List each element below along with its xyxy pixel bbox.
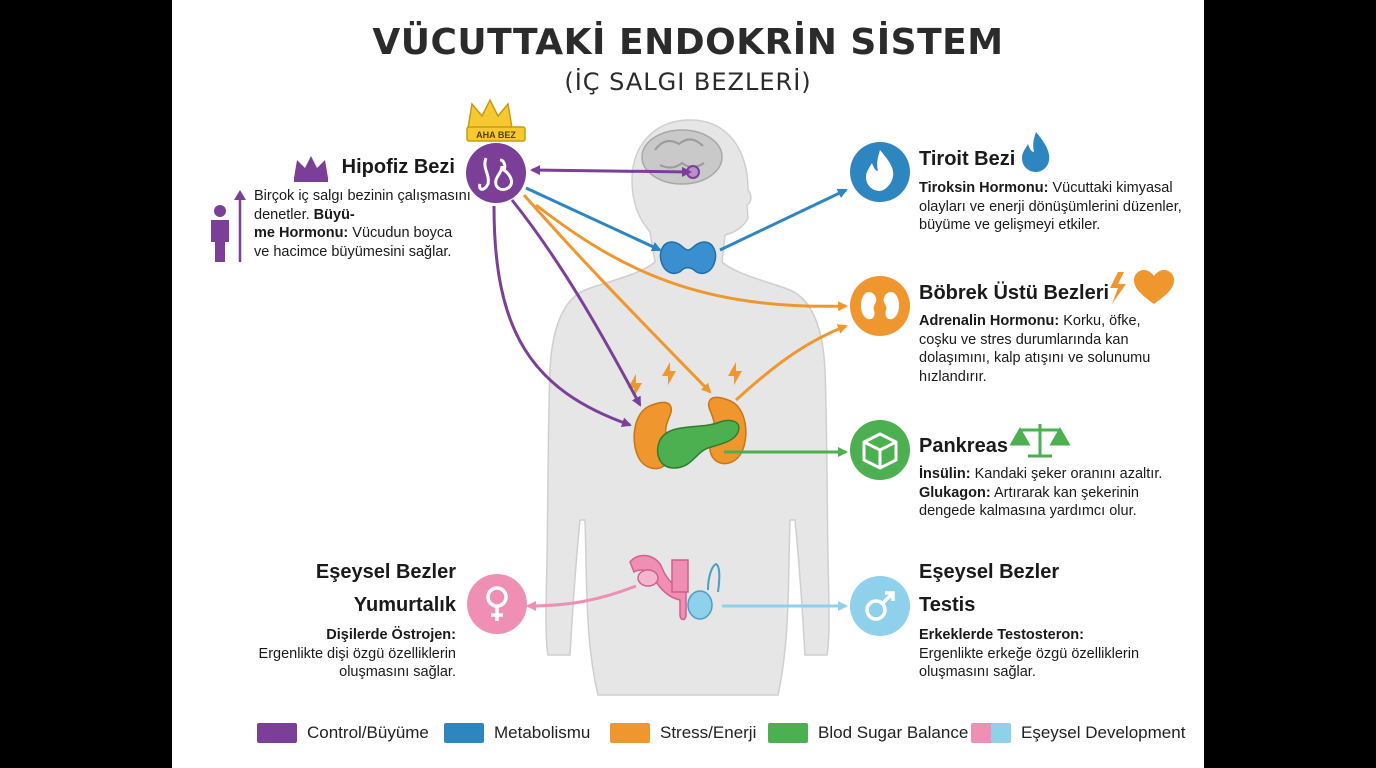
growth-person-icon — [211, 190, 246, 262]
pankreas-text-3: dengede kalmasına yardımcı olur. — [919, 503, 1137, 519]
bobrek-bold: Adrenalin Hormonu: — [919, 313, 1060, 329]
pankreas-description: İnsülin: Kandaki şeker oranını azaltır. … — [919, 465, 1199, 521]
hipofiz-text-4: ve hacimce büyümesini sağlar. — [254, 243, 452, 260]
hipofiz-text-3: Vücudun boyca — [352, 225, 453, 241]
legend-item-blood-sugar: Blod Sugar Balance — [768, 723, 968, 743]
tiroit-text-2: olayları ve enerji dönüşümlerini düzenle… — [919, 198, 1182, 215]
pancreas-icon — [656, 419, 740, 469]
arrows — [492, 165, 848, 611]
testis-title: Eşeysel Bezler — [919, 561, 1060, 583]
legend-swatch-purple — [257, 723, 297, 743]
male-symbol-icon — [850, 576, 910, 636]
purple-crown-icon — [294, 156, 328, 182]
tiroit-bold: Tiroksin Hormonu: — [919, 180, 1049, 196]
body-silhouette — [545, 119, 830, 696]
hipofiz-description: Birçok iç salgı bezinin çalışmasını dene… — [254, 187, 474, 261]
legend-swatch-blue — [444, 723, 484, 743]
yumurtalik-text-1: Ergenlikte dişi özgü özelliklerin — [258, 645, 456, 662]
legend-label: Metabolismu — [494, 723, 591, 742]
hipofiz-title: Hipofiz Bezi — [341, 156, 455, 178]
hipofiz-text-1: Birçok iç salgı bezinin çalışmasını — [254, 188, 471, 204]
legend-item-metabolism: Metabolismu — [444, 723, 590, 743]
bobrek-title: Böbrek Üstü Bezleri — [919, 282, 1110, 304]
page-title: VÜCUTTAKİ ENDOKRİN SİSTEM — [372, 22, 1004, 63]
page-subtitle: (İÇ SALGI BEZLERİ) — [564, 68, 812, 96]
bobrek-text-4: hızlandırır. — [919, 368, 987, 385]
crown-icon — [466, 98, 526, 142]
bobrek-description: Adrenalin Hormonu: Korku, öfke, coşku ve… — [919, 312, 1199, 386]
testis-bold: Erkeklerde Testosteron: — [919, 627, 1084, 643]
legend-swatch-orange — [610, 723, 650, 743]
tiroit-title: Tiroit Bezi — [919, 148, 1016, 170]
legend-label: Blod Sugar Balance — [818, 723, 969, 742]
orange-heart-icon — [1134, 270, 1174, 304]
lightning-icons — [628, 362, 742, 397]
yumurtalik-text-2: oluşmasını sağlar. — [339, 664, 456, 680]
flame-circle-icon — [850, 142, 910, 202]
green-scale-icon — [1009, 424, 1071, 458]
pankreas-title: Pankreas — [919, 435, 1008, 457]
pankreas-text-1: Kandaki şeker oranını azaltır. — [974, 466, 1163, 482]
legend-item-stress: Stress/Enerji — [610, 723, 756, 743]
testis-text-2: oluşmasını sağlar. — [919, 664, 1036, 680]
legend-swatch-green — [768, 723, 808, 743]
female-symbol-icon — [467, 574, 527, 634]
orange-lightning-icon — [1110, 272, 1126, 304]
pankreas-text-2: Artırarak kan şekerinin — [993, 484, 1139, 501]
yumurtalik-subtitle: Yumurtalık — [353, 594, 456, 616]
cube-circle-icon — [850, 420, 910, 480]
kidney-circle-icon — [850, 276, 910, 336]
crown-label: AHA BEZ — [476, 130, 516, 140]
hipofiz-icon — [466, 143, 526, 203]
yumurtalik-title: Eşeysel Bezler — [315, 561, 456, 583]
legend-label: Stress/Enerji — [660, 723, 757, 742]
tiroit-text-1: Vücuttaki kimyasal — [1052, 180, 1173, 196]
ovary-uterus-icon — [629, 554, 689, 621]
pankreas-bold-1: İnsülin: — [919, 466, 971, 482]
hipofiz-bold-3: me Hormonu: — [254, 225, 349, 241]
blue-flame-icon — [1022, 132, 1050, 172]
legend-label: Eşeysel Development — [1021, 723, 1186, 742]
yumurtalik-bold: Dişilerde Östrojen: — [326, 627, 456, 643]
pankreas-bold-2: Glukagon: — [919, 484, 991, 501]
bobrek-text-3: dolaşımını, kalp atışını ve solunumu — [919, 350, 1151, 366]
tiroit-description: Tiroksin Hormonu: Vücuttaki kimyasal ola… — [919, 179, 1199, 235]
legend-swatch-pink-blue — [971, 723, 1011, 743]
legend-item-control: Control/Büyüme — [257, 723, 429, 743]
legend-label: Control/Büyüme — [307, 723, 429, 742]
bobrek-text-1: Korku, öfke, — [1063, 313, 1141, 329]
brain-icon — [641, 129, 723, 185]
legend-item-development: Eşeysel Development — [971, 723, 1185, 743]
tiroit-text-3: büyüme ve gelişmeyi etkiler. — [919, 217, 1101, 233]
testis-description: Erkeklerde Testosteron: Ergenlikte erkeğ… — [919, 626, 1199, 682]
yumurtalik-description: Dişilerde Östrojen: Ergenlikte dişi özgü… — [196, 626, 456, 682]
hipofiz-text-2: denetler. — [254, 206, 310, 223]
thyroid-icon — [659, 241, 717, 275]
testis-icon — [687, 562, 721, 620]
testis-text-1: Ergenlikte erkeğe özgü özelliklerin — [919, 645, 1140, 662]
bobrek-text-2: coşku ve stres durumlarında kan — [919, 331, 1129, 348]
testis-subtitle: Testis — [919, 594, 976, 616]
hipofiz-bold-2: Büyü- — [313, 206, 355, 223]
